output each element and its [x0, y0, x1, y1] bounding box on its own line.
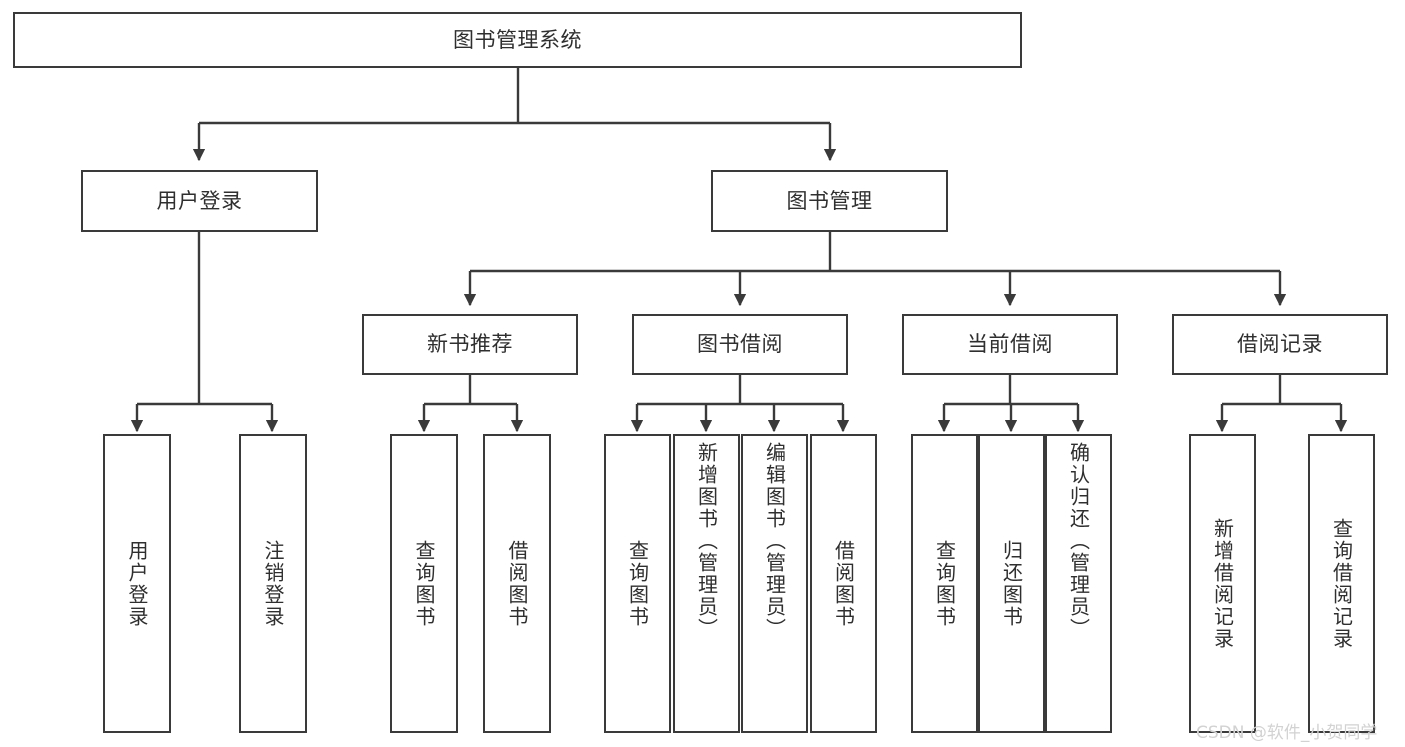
node-book-borrow[interactable]: 图书借阅 [632, 314, 848, 375]
node-user-login-label: 用户登录 [156, 188, 243, 213]
node-leaf-recommend-borrow[interactable]: 借阅图书 [483, 434, 551, 733]
node-book-borrow-label: 图书借阅 [697, 332, 783, 357]
node-leaf-current-confirm-label: 确认归还（管理员） [1066, 442, 1091, 640]
node-leaf-user-logout[interactable]: 注销登录 [239, 434, 307, 733]
node-current-borrow-label: 当前借阅 [967, 332, 1053, 357]
node-leaf-recommend-borrow-label: 借阅图书 [505, 539, 529, 628]
node-leaf-record-add[interactable]: 新增借阅记录 [1189, 434, 1256, 733]
node-leaf-current-confirm[interactable]: 确认归还（管理员） [1045, 434, 1112, 733]
node-leaf-recommend-query-label: 查询图书 [412, 539, 436, 628]
csdn-watermark: CSDN @软件_小贺同学 [1196, 723, 1378, 743]
node-book-manage[interactable]: 图书管理 [711, 170, 948, 232]
node-current-borrow[interactable]: 当前借阅 [902, 314, 1118, 375]
node-leaf-current-query[interactable]: 查询图书 [911, 434, 978, 733]
node-leaf-user-logout-label: 注销登录 [261, 539, 285, 628]
node-leaf-user-login[interactable]: 用户登录 [103, 434, 171, 733]
node-leaf-borrow-add[interactable]: 新增图书（管理员） [673, 434, 740, 733]
node-leaf-borrow-lend-label: 借阅图书 [831, 539, 856, 628]
node-new-book-recommend[interactable]: 新书推荐 [362, 314, 578, 375]
node-leaf-current-return[interactable]: 归还图书 [978, 434, 1045, 733]
node-root[interactable]: 图书管理系统 [13, 12, 1022, 68]
node-leaf-recommend-query[interactable]: 查询图书 [390, 434, 458, 733]
node-leaf-current-query-label: 查询图书 [932, 539, 957, 628]
node-leaf-current-return-label: 归还图书 [999, 539, 1024, 628]
node-leaf-borrow-edit-label: 编辑图书（管理员） [762, 442, 787, 640]
node-leaf-record-add-label: 新增借阅记录 [1210, 517, 1235, 650]
node-leaf-record-query[interactable]: 查询借阅记录 [1308, 434, 1375, 733]
node-leaf-borrow-edit[interactable]: 编辑图书（管理员） [741, 434, 808, 733]
node-leaf-borrow-query[interactable]: 查询图书 [604, 434, 671, 733]
node-book-manage-label: 图书管理 [786, 188, 873, 213]
node-leaf-borrow-lend[interactable]: 借阅图书 [810, 434, 877, 733]
node-leaf-borrow-add-label: 新增图书（管理员） [694, 442, 719, 640]
node-leaf-borrow-query-label: 查询图书 [625, 539, 650, 628]
node-new-book-recommend-label: 新书推荐 [427, 332, 513, 357]
node-leaf-user-login-label: 用户登录 [125, 539, 149, 628]
node-leaf-record-query-label: 查询借阅记录 [1329, 517, 1354, 650]
node-root-label: 图书管理系统 [453, 27, 582, 52]
node-user-login[interactable]: 用户登录 [81, 170, 318, 232]
node-borrow-record[interactable]: 借阅记录 [1172, 314, 1388, 375]
node-borrow-record-label: 借阅记录 [1237, 332, 1323, 357]
